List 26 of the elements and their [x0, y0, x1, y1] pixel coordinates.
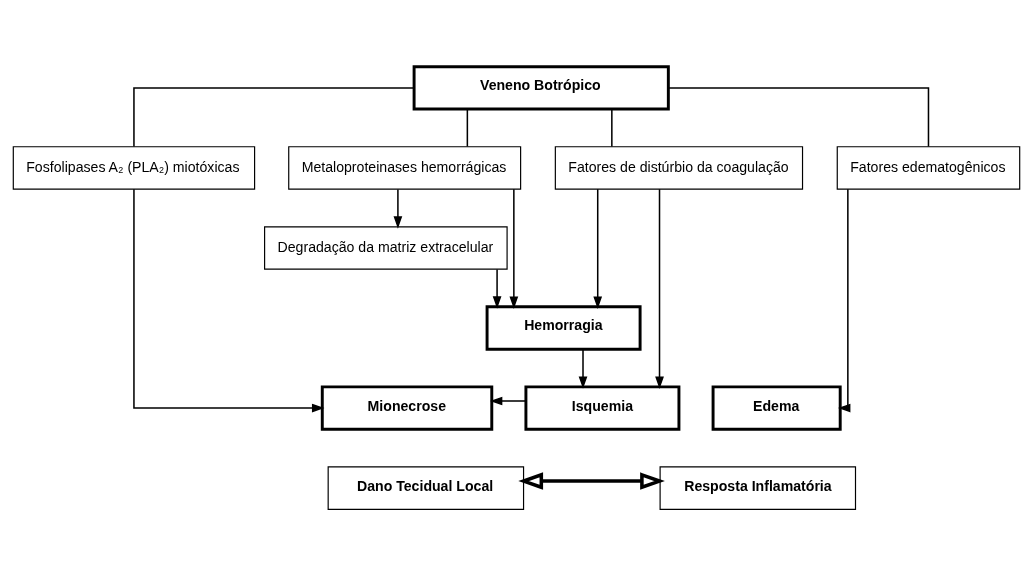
- node-box: Dano Tecidual Local: [327, 465, 525, 510]
- node-box: Resposta Inflamatória: [659, 465, 857, 510]
- arrow: [655, 187, 664, 389]
- connector: [611, 108, 613, 147]
- arrow: [518, 471, 665, 490]
- node-box: Veneno Botrópico: [412, 64, 670, 111]
- arrow: [593, 187, 603, 309]
- node-box: Mionecrose: [320, 384, 494, 431]
- arrow: [393, 188, 403, 229]
- arrow: [509, 187, 519, 309]
- node-box: Degradação da matriz extracelular: [264, 225, 508, 270]
- node-box: Isquemia: [524, 384, 681, 431]
- arrow: [489, 396, 527, 405]
- node-box: Fosfolipases A₂ (PLA₂) miotóxicas: [12, 145, 256, 190]
- node-box: Fatores de distúrbio da coagulação: [554, 145, 804, 190]
- arrow: [578, 348, 588, 389]
- node-box: Metaloproteinases hemorrágicas: [288, 145, 522, 190]
- arrow: [492, 268, 502, 309]
- arrow: [133, 187, 325, 412]
- node-box: Hemorragia: [485, 304, 642, 351]
- node-box: Edema: [711, 384, 842, 431]
- connector: [466, 108, 469, 147]
- node-box: Fatores edematogênicos: [836, 145, 1021, 190]
- arrow: [837, 187, 851, 412]
- connector: [667, 86, 930, 147]
- connector: [133, 86, 415, 147]
